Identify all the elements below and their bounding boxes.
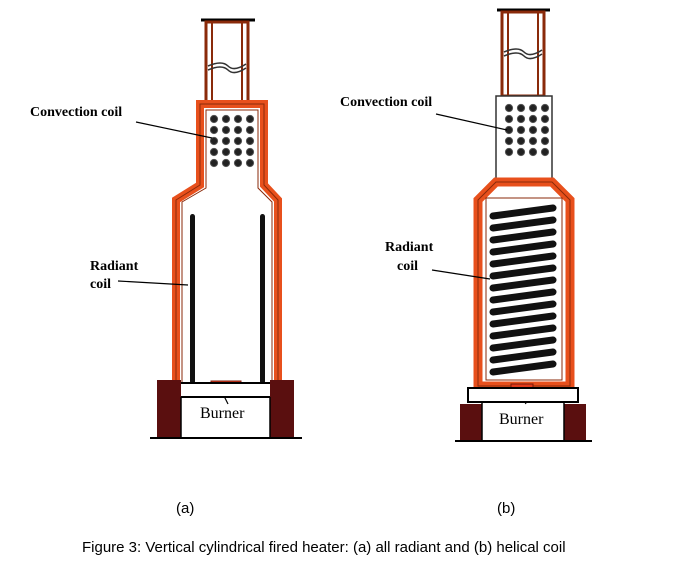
stack-a [201,18,255,106]
sublabel-a: (a) [176,500,194,517]
base-leg-left-b [460,404,482,441]
heater-b: Convection coil Radiant coil Burner [340,8,592,442]
base-leg-right-a [270,380,294,438]
radiant-tube-left-a [190,214,195,384]
convection-tubes-a [209,114,255,168]
figure-caption: Figure 3: Vertical cylindrical fired hea… [82,539,566,556]
radiant-tube-right-a [260,214,265,384]
convection-tubes-b [504,103,550,157]
sublabel-b: (b) [497,500,515,517]
stack-b [497,8,550,98]
radiant-coil-label-line2-b: coil [397,259,418,274]
radiant-coil-label-line1-a: Radiant [90,259,139,274]
radiant-coil-label-line2-a: coil [90,277,111,292]
burner-label-a: Burner [200,405,245,422]
base-leg-left-a [157,380,181,438]
convection-coil-label-a: Convection coil [30,105,122,120]
radiant-coil-label-line1-b: Radiant [385,240,434,255]
burner-label-b: Burner [499,411,544,428]
base-leg-right-b [564,404,586,441]
heater-a: Convection coil Radiant coil Burner [30,18,302,439]
convection-coil-label-b: Convection coil [340,95,432,110]
helical-coil-b [489,204,557,376]
